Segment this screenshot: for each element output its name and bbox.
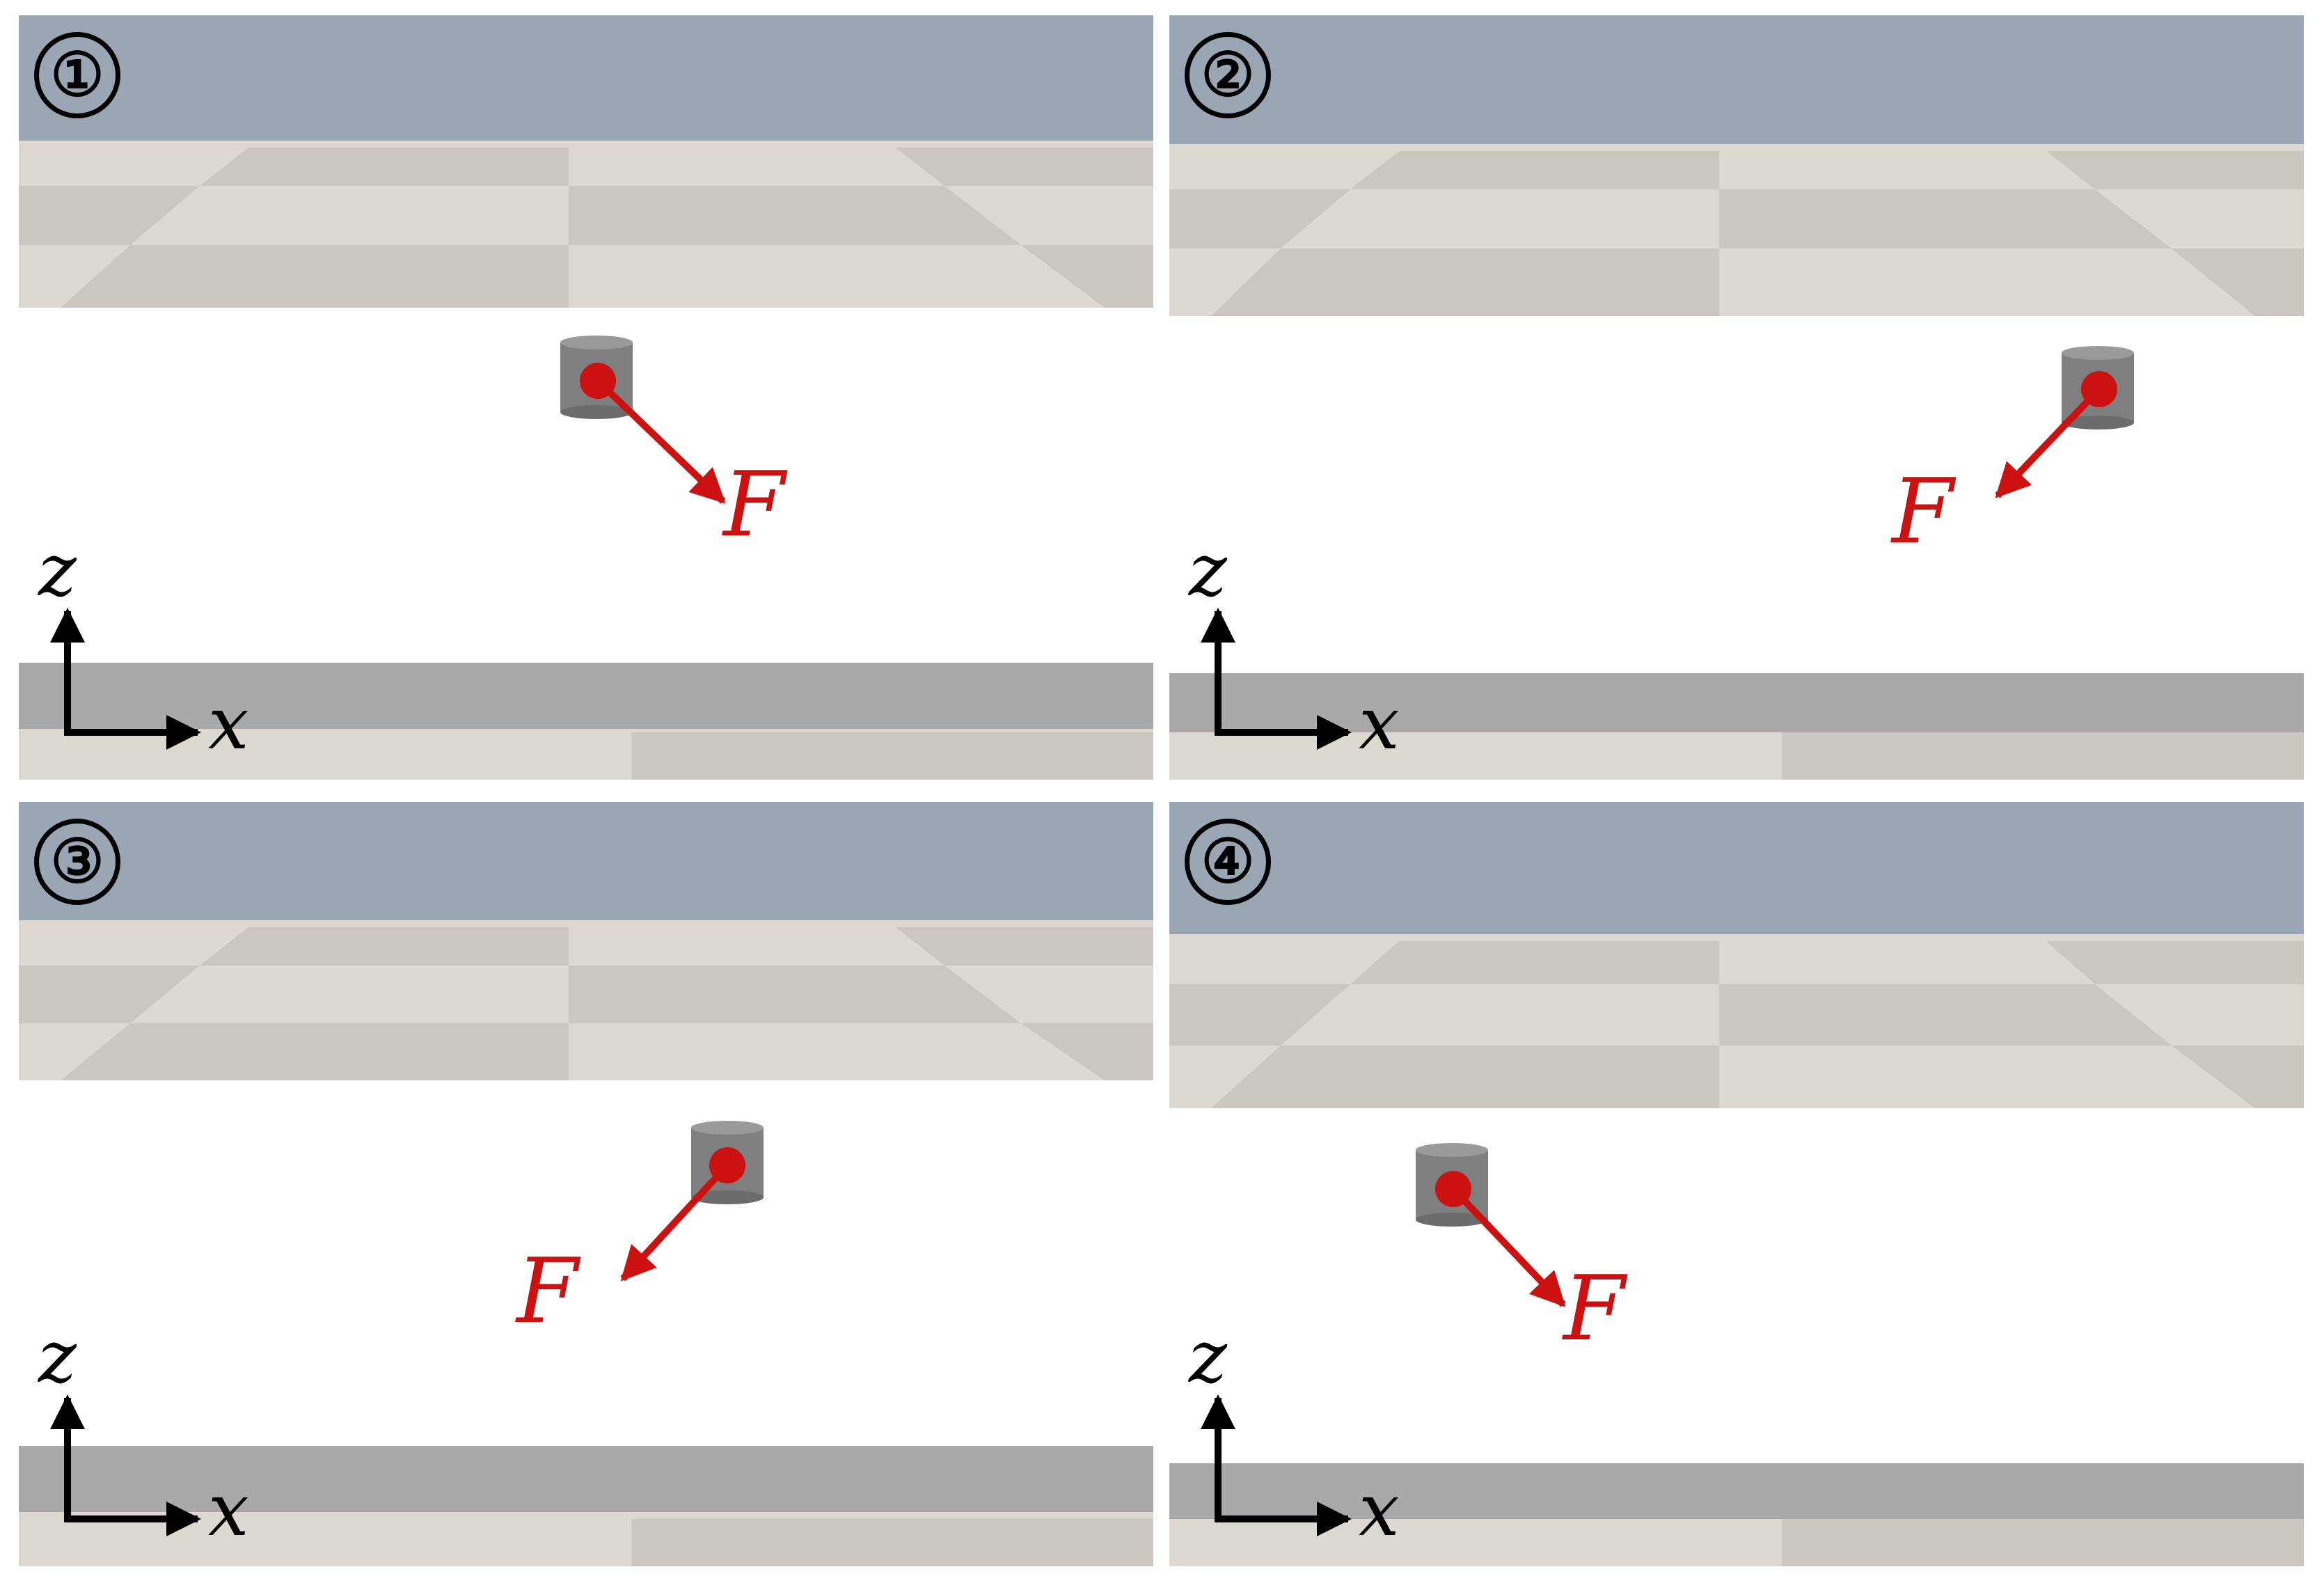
force-arrow [620,1163,730,1282]
floor-tile [200,927,569,966]
scene-1 [19,15,1153,780]
table [1169,1108,2304,1463]
scene-2 [1169,15,2304,780]
table-edge [1169,1463,2304,1519]
sky [1169,802,2304,934]
sky [1169,15,2304,144]
x-axis-label: x [208,681,249,766]
force-label: F [723,453,785,557]
floor-tile [2046,151,2304,189]
frame-number-label: ③ [34,819,120,905]
floor-tile [631,732,1153,780]
floor-tile [631,1519,1153,1566]
floor-tile [1719,984,2172,1046]
floor-tile [2172,1046,2304,1108]
z-axis-label: z [1189,528,1227,613]
force-label: F [516,1240,578,1344]
floor-tile [1021,245,1153,308]
table [1169,316,2304,673]
floor-tile [2046,941,2304,984]
floor-tile [1782,732,2304,780]
floor-tile [19,966,200,1023]
floor-tile [1021,1023,1153,1080]
frame-number-label: ① [34,32,120,118]
x-axis-label: x [208,1467,249,1552]
floor-tile [19,186,200,245]
scene-4 [1169,802,2304,1566]
frame-panel-1: ① z x F [19,15,1153,780]
grey-cylinder-icon [691,1121,764,1204]
table-edge [19,663,1153,729]
force-label: F [1892,460,1954,564]
floor-tile [569,966,1021,1023]
table [19,308,1153,663]
table-edge [19,1446,1153,1512]
force-arrow [1995,386,2102,498]
floor-tile [1782,1519,2304,1566]
floor-tile [896,927,1153,966]
x-axis-label: x [1359,1467,1400,1552]
z-axis-label: z [38,528,77,613]
table [19,1080,1153,1446]
x-axis-label: x [1359,681,1400,766]
z-axis-label: z [1189,1314,1227,1399]
floor-tile [1211,249,1719,316]
frame-panel-2: ② z x F [1169,15,2304,780]
force-arrow [595,378,726,504]
floor-tile [1169,984,1350,1046]
frame-panel-4: ④ z x F [1169,802,2304,1566]
floor-tile [2172,249,2304,316]
frame-number-label: ④ [1185,819,1271,905]
floor-tile [1719,189,2172,249]
table-edge [1169,673,2304,732]
frame-number-label: ② [1185,32,1271,118]
floor-tile [1211,1046,1719,1108]
force-arrow [1450,1186,1566,1307]
scene-3 [19,802,1153,1566]
z-axis-label: z [38,1314,77,1399]
frame-panel-3: ③ z x F [19,802,1153,1566]
floor-tile [61,1023,569,1080]
floor-tile [1350,151,1719,189]
force-label: F [1563,1257,1625,1361]
floor-tile [1169,189,1350,249]
floor-tile [200,148,569,186]
floor-tile [569,186,1021,245]
sky [19,802,1153,920]
floor-tile [61,245,569,308]
floor-tile [896,148,1153,186]
sky [19,15,1153,141]
floor-tile [1350,941,1719,984]
